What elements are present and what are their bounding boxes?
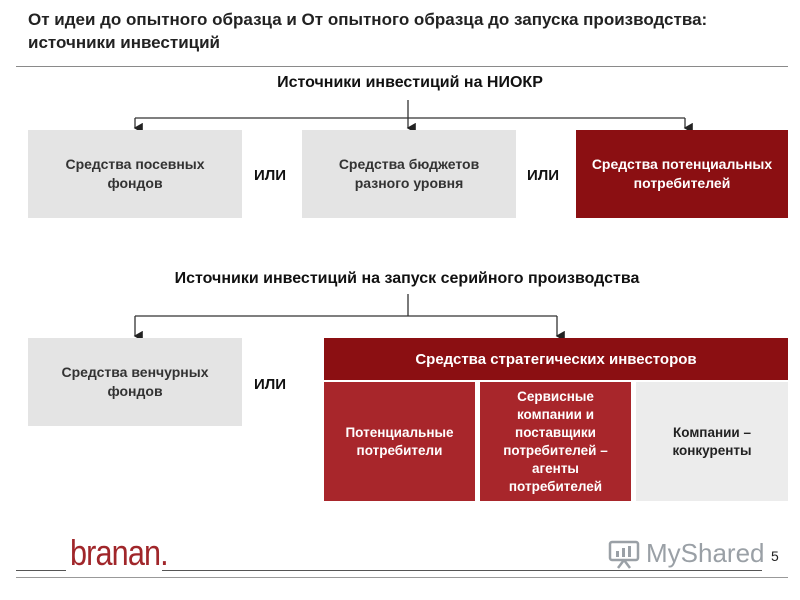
page-number: 5 xyxy=(771,548,779,564)
footer-rule-left xyxy=(16,570,66,571)
or-label-2: ИЛИ xyxy=(527,167,560,184)
box-consumer-funds: Средства потенциальных потребителей xyxy=(576,130,788,218)
watermark-text: MyShared xyxy=(646,538,765,568)
slide-title: От идеи до опытного образца и От опытног… xyxy=(28,10,708,52)
box-competitors: Компании – конкуренты xyxy=(636,382,788,501)
box-service-companies: Сервисные компании и поставщики потребит… xyxy=(480,382,631,501)
title-divider xyxy=(16,66,788,67)
branan-logo: branan. xyxy=(70,532,169,573)
myshared-watermark: MyShared xyxy=(608,538,765,569)
or-label-1: ИЛИ xyxy=(254,167,287,184)
box-venture-funds: Средства венчурных фондов xyxy=(28,338,242,426)
box-budget-funds: Средства бюджетов разного уровня xyxy=(302,130,516,218)
footer-rule-right xyxy=(162,570,762,571)
strategic-investors-header: Средства стратегических инвесторов xyxy=(324,338,788,380)
section-heading-rnd: Источники инвестиций на НИОКР xyxy=(277,74,543,91)
presentation-board-icon xyxy=(608,540,640,569)
footer-rule-bottom xyxy=(16,577,788,578)
or-label-3: ИЛИ xyxy=(254,376,287,393)
section-heading-serial-production: Источники инвестиций на запуск серийного… xyxy=(174,270,640,287)
box-potential-consumers: Потенциальные потребители xyxy=(324,382,475,501)
box-seed-funds: Средства посевных фондов xyxy=(28,130,242,218)
